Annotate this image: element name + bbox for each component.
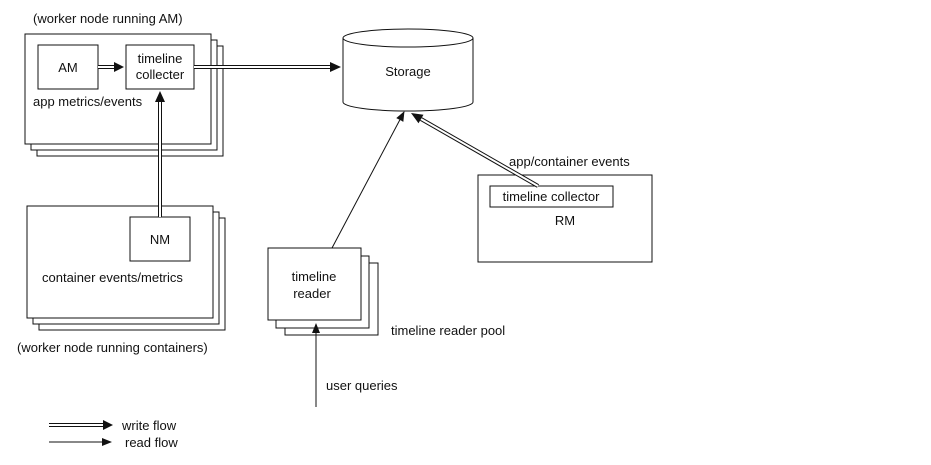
worker-am-caption: (worker node running AM) <box>33 11 183 26</box>
worker-node-containers: NM container events/metrics <box>26 205 226 331</box>
nm-box <box>129 216 191 262</box>
timeline-collecter-box <box>125 44 195 90</box>
nm-label: NM <box>150 232 170 247</box>
legend-read-flow-label: read flow <box>125 435 178 450</box>
arrow-collecter-to-storage <box>194 62 341 72</box>
user-queries-label: user queries <box>326 378 398 393</box>
rm-label: RM <box>555 213 575 228</box>
storage-cylinder: Storage <box>342 28 474 112</box>
arrow-reader-to-storage <box>331 111 405 249</box>
legend-write-flow-label: write flow <box>121 418 177 433</box>
legend: write flow read flow <box>49 418 178 450</box>
reader-pool-label: timeline reader pool <box>391 323 505 338</box>
arrow-rm-to-storage <box>411 113 539 188</box>
rm-timeline-collector-box <box>489 185 614 208</box>
reader-line2: reader <box>293 286 331 301</box>
rm-timeline-collector-label: timeline collector <box>503 189 600 204</box>
timeline-collecter-line1: timeline <box>138 51 183 66</box>
legend-write-flow-arrow <box>49 420 113 430</box>
timeline-reader-pool: timeline reader <box>267 247 379 336</box>
container-events-label: container events/metrics <box>42 270 183 285</box>
storage-top <box>342 28 474 48</box>
reader-stack-front <box>267 247 362 321</box>
storage-label: Storage <box>385 64 431 79</box>
storage-body <box>342 38 474 112</box>
timeline-collecter-line2: collecter <box>136 67 185 82</box>
arrow-nm-to-collecter <box>155 91 165 217</box>
reader-line1: timeline <box>292 269 337 284</box>
am-label: AM <box>58 60 78 75</box>
app-metrics-label: app metrics/events <box>33 94 143 109</box>
worker-node-am: AM timeline collecter app metrics/events <box>24 33 224 157</box>
rm-node: timeline collector RM <box>477 174 653 263</box>
app-container-events-label: app/container events <box>509 154 630 169</box>
arrow-am-to-collecter <box>98 62 124 72</box>
worker-containers-caption: (worker node running containers) <box>17 340 208 355</box>
